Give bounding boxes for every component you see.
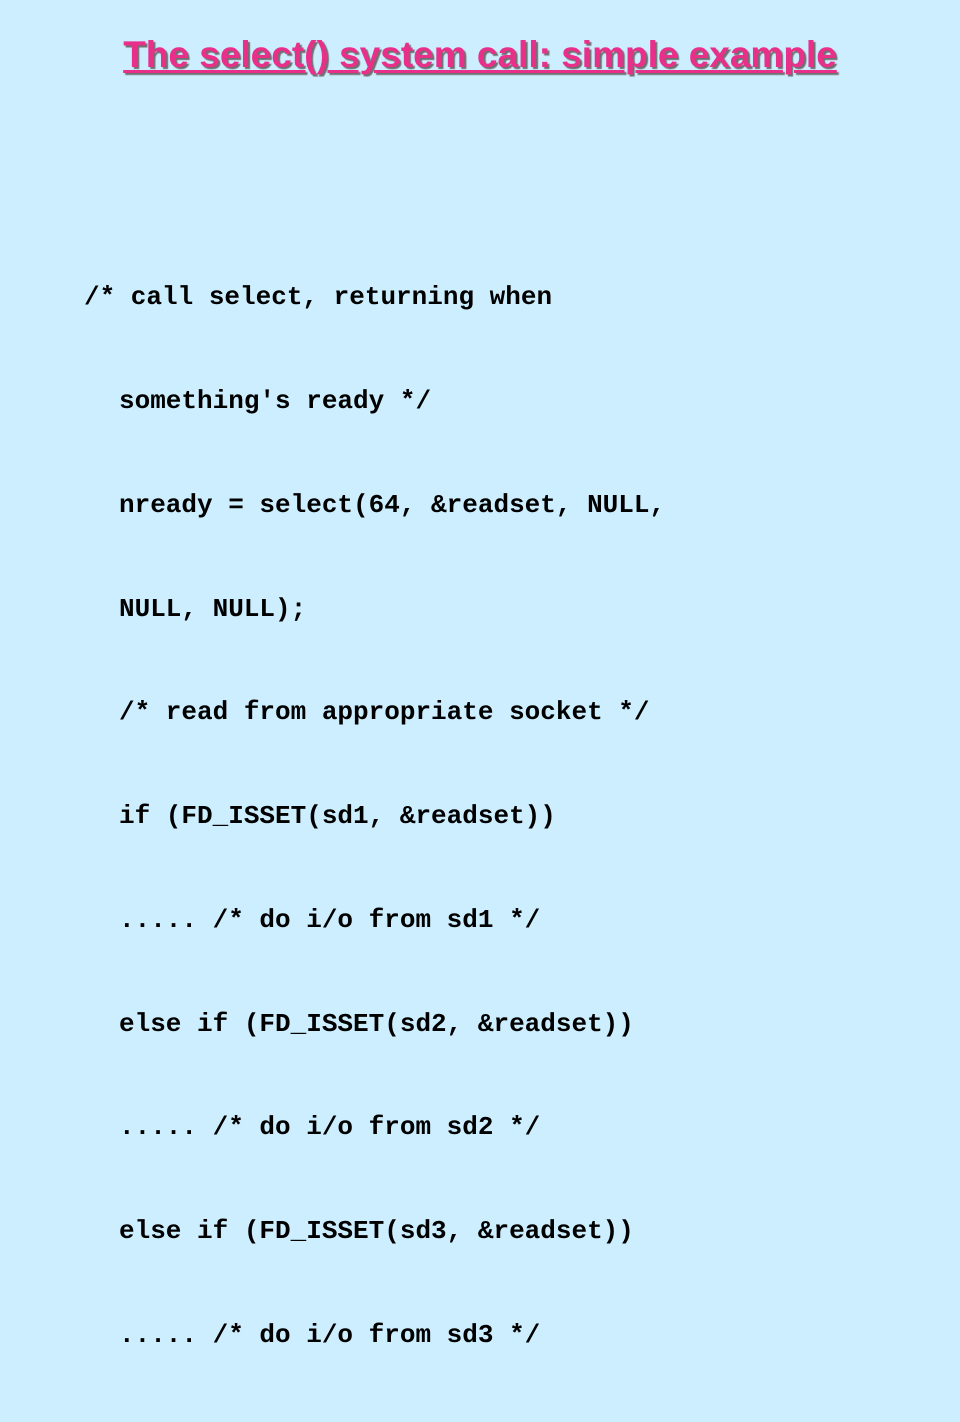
code-line: else if (FD_ISSET(sd2, &readset)) [119,1008,634,1039]
code-line: if (FD_ISSET(sd1, &readset)) [119,801,556,832]
code-block: /* call select, returning when something… [84,211,904,1422]
code-line: /* read from appropriate socket */ [119,697,650,728]
code-line: something's ready */ [119,385,432,416]
code-line: ..... /* do i/o from sd2 */ [119,1112,541,1143]
code-line: nready = select(64, &readset, NULL, [119,489,666,520]
code-line: NULL, NULL); [119,593,307,624]
code-line: else if (FD_ISSET(sd3, &readset)) [119,1216,634,1247]
code-line: ..... /* do i/o from sd3 */ [119,1320,541,1350]
slide: The select() system call: simple example… [84,34,837,1350]
code-line: /* call select, returning when [84,282,553,313]
slide-title: The select() system call: simple example [123,34,837,75]
code-line: ..... /* do i/o from sd1 */ [119,904,541,935]
